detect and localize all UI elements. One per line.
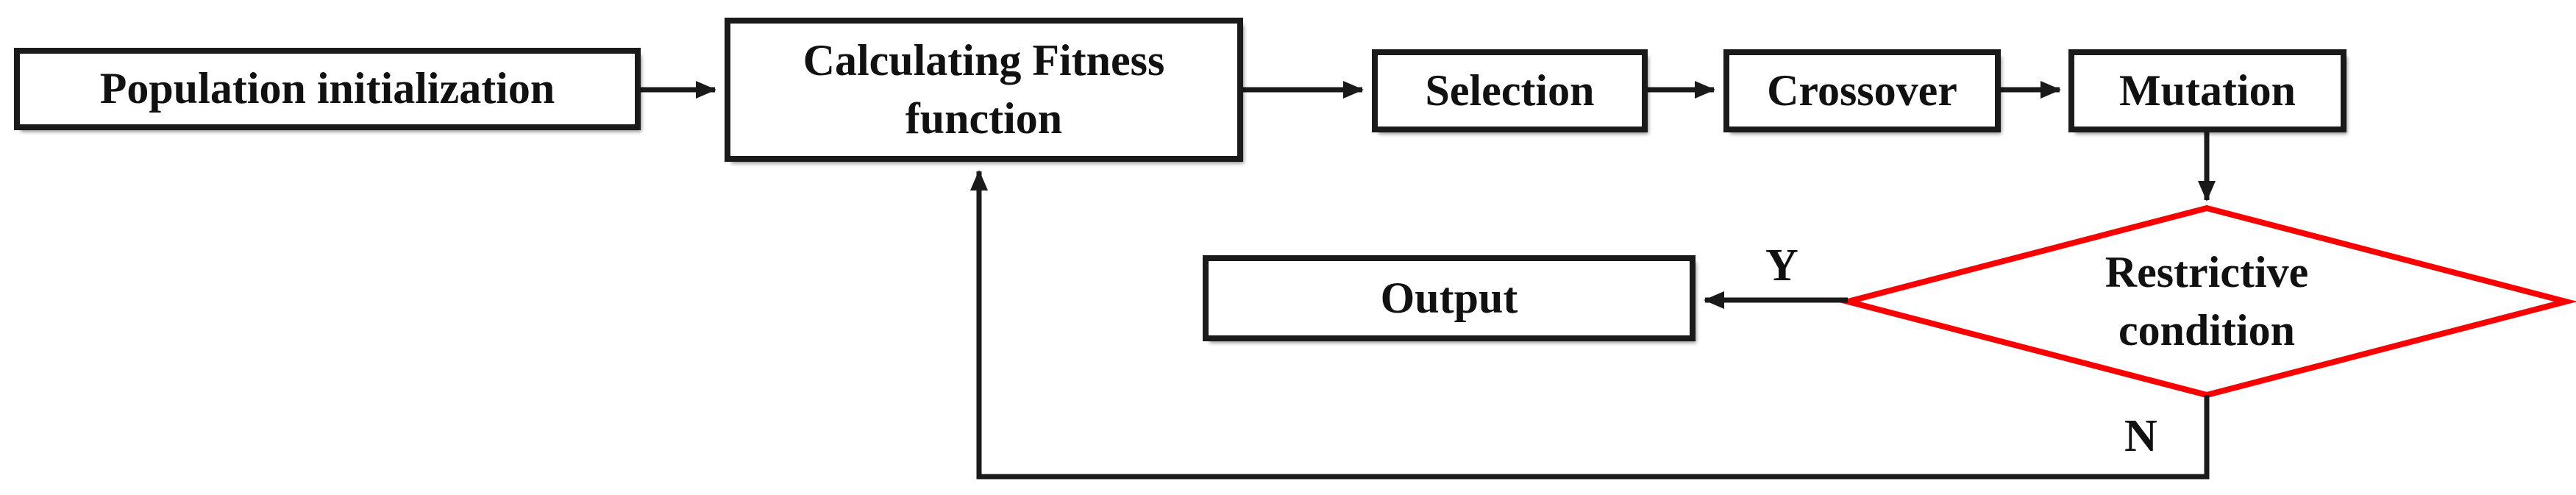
node-output-label: Output	[1380, 273, 1518, 322]
node-population-label: Population initialization	[99, 64, 555, 113]
node-selection-label: Selection	[1425, 65, 1595, 115]
node-crossover: Crossover	[1723, 49, 2001, 132]
node-mutation-label: Mutation	[2119, 65, 2296, 115]
node-output: Output	[1203, 255, 1696, 341]
node-crossover-label: Crossover	[1767, 65, 1957, 115]
edge-label-yes: Y	[1765, 241, 1798, 291]
edge-decision-to-fitness-loop	[970, 170, 2210, 480]
edge-label-no: N	[2124, 411, 2157, 461]
decision-diamond-shape	[1836, 204, 2576, 399]
node-selection: Selection	[1372, 49, 1648, 132]
node-mutation: Mutation	[2068, 49, 2346, 132]
node-population-initialization: Population initialization	[14, 48, 641, 130]
node-fitness-label: Calculating Fitness function	[803, 35, 1165, 143]
node-calculating-fitness-function: Calculating Fitness function	[725, 18, 1243, 162]
